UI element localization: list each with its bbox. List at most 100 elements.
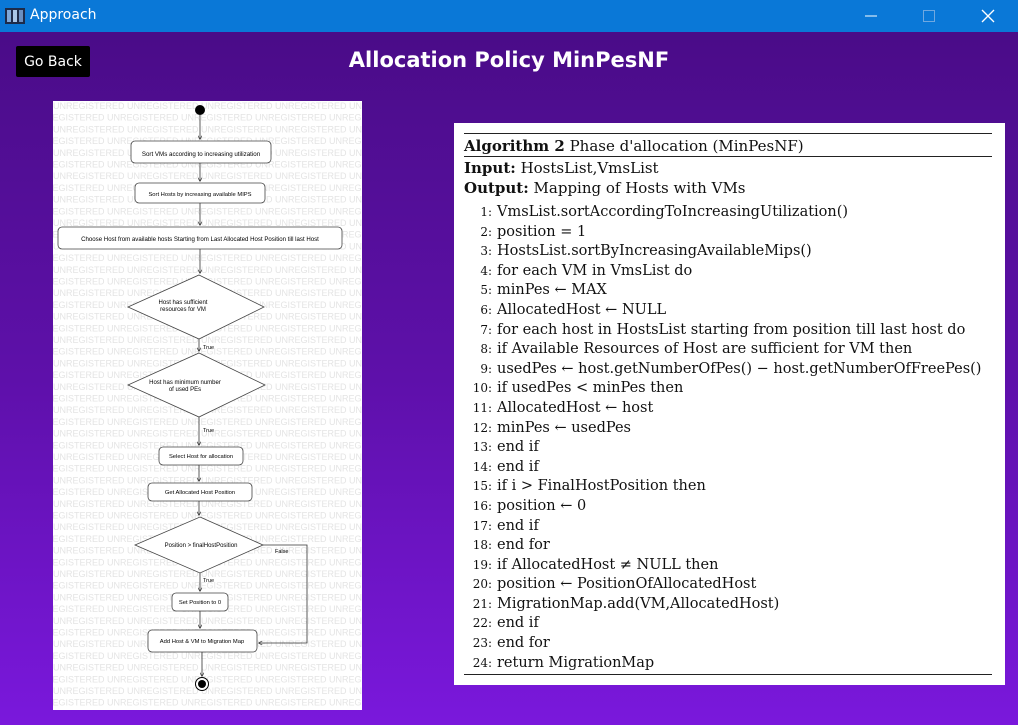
algorithm-line: 12:minPes ← usedPes bbox=[464, 419, 999, 439]
algorithm-line: 13:end if bbox=[464, 438, 999, 458]
line-number: 9: bbox=[480, 361, 492, 376]
node-add-host bbox=[147, 629, 258, 653]
main-content: Go Back Allocation Policy MinPesNF UNREG… bbox=[0, 32, 1018, 725]
algorithm-line: 2:position = 1 bbox=[464, 223, 999, 243]
node-set-position-label: Set Position to 0 bbox=[179, 600, 221, 606]
algorithm-line: 21: MigrationMap.add(VM,AllocatedHost) bbox=[464, 595, 999, 615]
line-number: 8: bbox=[480, 342, 492, 357]
page-title: Allocation Policy MinPesNF bbox=[348, 48, 670, 72]
line-number: 2: bbox=[480, 224, 492, 239]
line-text: if usedPes < minPes then bbox=[497, 380, 684, 397]
watermark-row: UNREGISTERED UNREGISTERED UNREGISTERED U… bbox=[53, 698, 362, 708]
activity-diagram: UNREGISTERED UNREGISTERED UNREGISTERED U… bbox=[53, 101, 362, 710]
line-text: if AllocatedHost ≠ NULL then bbox=[497, 556, 719, 573]
node-select-host bbox=[158, 446, 244, 466]
algorithm-lines: 1:VmsList.sortAccordingToIncreasingUtili… bbox=[464, 203, 999, 673]
algorithm-line: 10: if usedPes < minPes then bbox=[464, 379, 999, 399]
algorithm-line: 9:usedPes ← host.getNumberOfPes() − host… bbox=[464, 360, 999, 380]
node-add-host-label: Add Host & VM to Migration Map bbox=[160, 639, 244, 645]
watermark-row: UNREGISTERED UNREGISTERED UNREGISTERED U… bbox=[53, 206, 362, 216]
bottom-rule bbox=[464, 674, 992, 675]
algorithm-input: Input: HostsList,VmsList bbox=[464, 159, 659, 177]
node-choose-host-label: Choose Host from available hosts Startin… bbox=[81, 236, 319, 243]
watermark-row: UNREGISTERED UNREGISTERED UNREGISTERED U… bbox=[53, 581, 362, 591]
line-text: end if bbox=[497, 615, 539, 632]
decision-position-label: Position > finalHostPosition bbox=[165, 543, 238, 549]
line-number: 13: bbox=[472, 440, 492, 455]
algorithm-line: 1:VmsList.sortAccordingToIncreasingUtili… bbox=[464, 203, 999, 223]
watermark-row: UNREGISTERED UNREGISTERED UNREGISTERED U… bbox=[53, 616, 362, 626]
line-text: HostsList.sortByIncreasingAvailableMips(… bbox=[497, 243, 812, 260]
edge-true-1: True bbox=[203, 345, 214, 351]
watermark-row: UNREGISTERED UNREGISTERED UNREGISTERED U… bbox=[53, 569, 362, 579]
node-select-host-label: Select Host for allocation bbox=[169, 454, 233, 460]
line-text: AllocatedHost ← NULL bbox=[497, 301, 667, 318]
line-number: 23: bbox=[472, 636, 492, 651]
algorithm-line: 19: if AllocatedHost ≠ NULL then bbox=[464, 556, 999, 576]
algorithm-title-number: Algorithm 2 bbox=[464, 137, 565, 155]
decision-min-pes-label-2: of used PEs bbox=[169, 387, 201, 393]
algorithm-line: 8: if Available Resources of Host are suf… bbox=[464, 340, 999, 360]
algorithm-line: 16:position ← 0 bbox=[464, 497, 999, 517]
node-get-position bbox=[147, 482, 253, 502]
maximize-button[interactable] bbox=[906, 0, 952, 32]
algorithm-line: 7: for each host in HostsList starting fr… bbox=[464, 321, 999, 341]
watermark-row: UNREGISTERED UNREGISTERED UNREGISTERED U… bbox=[53, 101, 362, 111]
decision-sufficient-label-1: Host has sufficient bbox=[159, 300, 208, 306]
line-text: return MigrationMap bbox=[497, 654, 655, 671]
algorithm-line: 4:for each VM in VmsList do bbox=[464, 262, 999, 282]
edge-true-3: True bbox=[203, 578, 214, 584]
watermark-row: UNREGISTERED UNREGISTERED UNREGISTERED U… bbox=[53, 265, 362, 275]
watermark-row: UNREGISTERED UNREGISTERED UNREGISTERED U… bbox=[53, 663, 362, 673]
line-text: end if bbox=[497, 458, 539, 475]
minimize-button[interactable] bbox=[848, 0, 894, 32]
algorithm-line: 23:end for bbox=[464, 634, 999, 654]
line-number: 20: bbox=[472, 577, 492, 592]
line-number: 14: bbox=[472, 459, 492, 474]
go-back-button[interactable]: Go Back bbox=[16, 46, 90, 77]
line-text: if Available Resources of Host are suffi… bbox=[497, 341, 913, 358]
watermark-row: UNREGISTERED UNREGISTERED UNREGISTERED U… bbox=[53, 171, 362, 181]
line-text: end if bbox=[497, 517, 539, 534]
line-text: end for bbox=[497, 537, 550, 554]
watermark-row: UNREGISTERED UNREGISTERED UNREGISTERED U… bbox=[53, 686, 362, 696]
algorithm-panel: Algorithm 2 Phase d'allocation (MinPesNF… bbox=[454, 123, 1005, 685]
output-value: Mapping of Hosts with VMs bbox=[528, 179, 746, 197]
close-button[interactable] bbox=[965, 0, 1011, 32]
line-number: 22: bbox=[472, 616, 492, 631]
title-bar: Approach bbox=[0, 0, 1018, 32]
line-number: 15: bbox=[472, 479, 492, 494]
line-number: 17: bbox=[472, 518, 492, 533]
node-sort-hosts-label: Sort Hosts by increasing available MIPS bbox=[148, 192, 251, 198]
algorithm-line: 17: end if bbox=[464, 517, 999, 537]
watermark-row: UNREGISTERED UNREGISTERED UNREGISTERED U… bbox=[53, 674, 362, 684]
line-number: 12: bbox=[472, 420, 492, 435]
line-number: 18: bbox=[472, 538, 492, 553]
watermark-row: UNREGISTERED UNREGISTERED UNREGISTERED U… bbox=[53, 499, 362, 509]
watermark-row: UNREGISTERED UNREGISTERED UNREGISTERED U… bbox=[53, 464, 362, 474]
output-label: Output: bbox=[464, 179, 529, 197]
line-number: 10: bbox=[472, 381, 492, 396]
line-number: 19: bbox=[472, 557, 492, 572]
line-text: MigrationMap.add(VM,AllocatedHost) bbox=[497, 595, 780, 612]
algorithm-line: 5:minPes ← MAX bbox=[464, 281, 999, 301]
watermark-row: UNREGISTERED UNREGISTERED UNREGISTERED U… bbox=[53, 124, 362, 134]
algorithm-line: 18: end for bbox=[464, 536, 999, 556]
line-text: VmsList.sortAccordingToIncreasingUtiliza… bbox=[497, 204, 849, 220]
algorithm-line: 6:AllocatedHost ← NULL bbox=[464, 301, 999, 321]
watermark-row: UNREGISTERED UNREGISTERED UNREGISTERED U… bbox=[53, 218, 362, 228]
line-number: 7: bbox=[480, 322, 492, 337]
line-number: 21: bbox=[472, 596, 492, 611]
watermark-row: UNREGISTERED UNREGISTERED UNREGISTERED U… bbox=[53, 160, 362, 170]
line-text: for each host in HostsList starting from… bbox=[497, 321, 966, 338]
watermark-row: UNREGISTERED UNREGISTERED UNREGISTERED U… bbox=[53, 440, 362, 450]
algorithm-line: 11:AllocatedHost ← host bbox=[464, 399, 999, 419]
line-number: 3: bbox=[480, 244, 492, 259]
edge-false: False bbox=[275, 549, 288, 555]
watermark-row: UNREGISTERED UNREGISTERED UNREGISTERED U… bbox=[53, 651, 362, 661]
maximize-icon bbox=[923, 10, 935, 22]
line-number: 5: bbox=[480, 283, 492, 298]
line-number: 4: bbox=[480, 263, 492, 278]
decision-min-pes-label-1: Host has minimum number bbox=[149, 380, 221, 386]
top-rule bbox=[464, 133, 992, 134]
